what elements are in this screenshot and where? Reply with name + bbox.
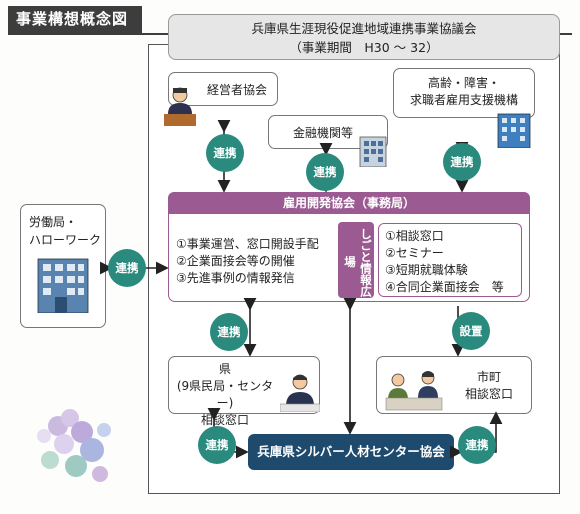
bank-building-icon xyxy=(359,136,387,167)
employers-association-label: 経営者協会 xyxy=(207,83,268,97)
page-title: 事業構想概念図 xyxy=(8,6,142,33)
link-badge: 連携 xyxy=(443,143,481,181)
counselor-icon xyxy=(280,374,320,412)
employment-support-agency-box: 高齢・障害・ 求職者雇用支援機構 xyxy=(393,68,535,118)
link-badge: 連携 xyxy=(198,426,236,464)
agency-line1: 高齢・障害・ xyxy=(427,76,500,90)
service-item: ③短期就職体験 xyxy=(385,263,468,277)
task-item: ②企業面接会等の開催 xyxy=(176,254,295,268)
prefecture-box: 県 (9県民局・センター) 相談窓口 xyxy=(168,356,320,427)
city-line1: 市町 xyxy=(476,370,501,384)
task-item: ①事業運営、窓口開設手配 xyxy=(176,237,319,251)
association-tasks: ①事業運営、窓口開設手配 ②企業面接会等の開催 ③先進事例の情報発信 xyxy=(176,236,319,287)
council-name: 兵庫県生涯現役促進地域連携事業協議会 xyxy=(251,21,477,36)
service-item: ④合同企業面接会 等 xyxy=(385,280,504,294)
link-badge: 連携 xyxy=(108,249,146,287)
finance-label: 金融機関等 xyxy=(293,126,354,140)
office-building-icon xyxy=(497,113,531,148)
service-item: ②セミナー xyxy=(385,246,444,260)
agency-line2: 求職者雇用支援機構 xyxy=(409,93,518,107)
task-item: ③先進事例の情報発信 xyxy=(176,271,295,285)
link-badge: 連携 xyxy=(210,313,248,351)
labor-line2: ハローワーク xyxy=(29,233,102,247)
consultation-icon xyxy=(385,371,443,411)
job-info-plaza-label: しごと情報広場 xyxy=(338,222,374,298)
city-line2: 相談窓口 xyxy=(464,387,513,401)
flower-decoration xyxy=(37,409,111,482)
businessman-icon xyxy=(164,87,196,126)
council-box: 兵庫県生涯現役促進地域連携事業協議会 （事業期間 H30 ～ 32） xyxy=(168,14,560,60)
prefecture-line2: (9県民局・センター) xyxy=(176,379,274,410)
employment-association-header: 雇用開発協会（事務局） xyxy=(168,192,530,214)
link-badge: 連携 xyxy=(306,153,344,191)
labor-line1: 労働局・ xyxy=(29,215,78,229)
link-badge: 連携 xyxy=(206,134,244,172)
silver-center-association: 兵庫県シルバー人材センター協会 xyxy=(248,434,454,470)
plaza-services-box: ①相談窓口 ②セミナー ③短期就職体験 ④合同企業面接会 等 xyxy=(378,223,522,297)
prefecture-line1: 県 xyxy=(218,362,231,376)
council-period: （事業期間 H30 ～ 32） xyxy=(289,40,439,55)
service-item: ①相談窓口 xyxy=(385,229,444,243)
setup-badge: 設置 xyxy=(452,312,490,350)
link-badge: 連携 xyxy=(458,426,496,464)
hello-work-building-icon xyxy=(37,258,89,313)
